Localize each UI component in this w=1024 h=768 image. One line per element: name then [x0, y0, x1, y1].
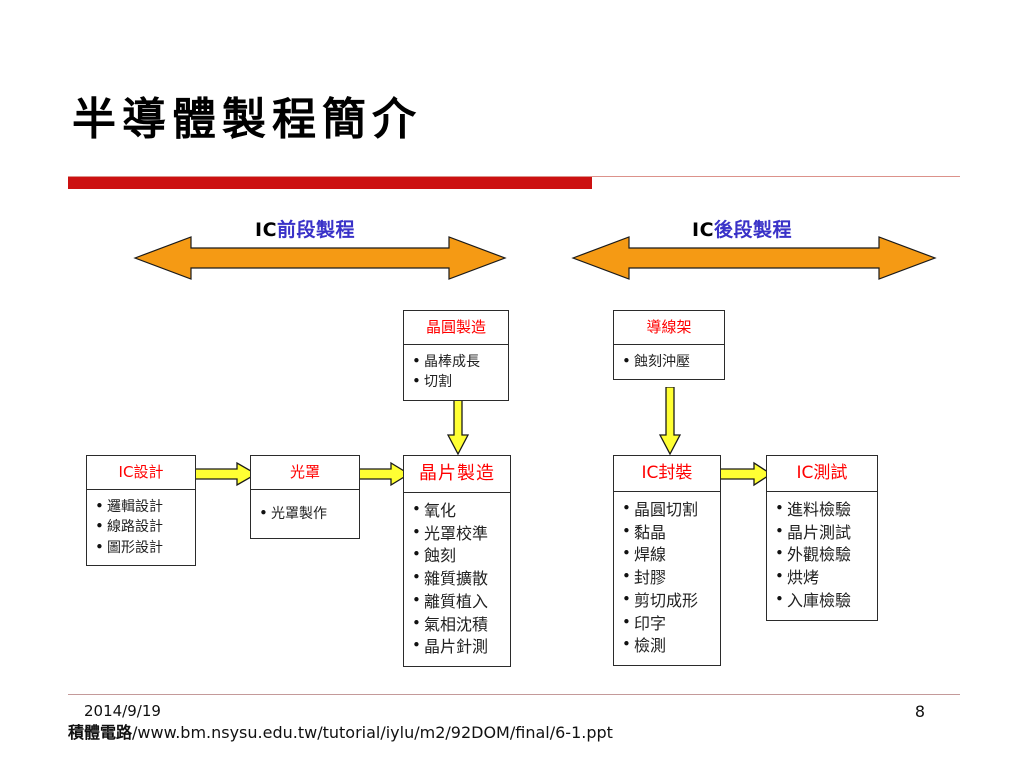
list-item: 晶片測試: [775, 521, 873, 545]
list-item: 外觀檢驗: [775, 543, 873, 567]
list-item: 入庫檢驗: [775, 589, 873, 613]
footer-source-name: 積體電路: [68, 723, 133, 742]
footer-source-url: /www.bm.nsysu.edu.tw/tutorial/iylu/m2/92…: [132, 723, 613, 742]
box-ic-package[interactable]: IC封裝 晶圓切割 黏晶 焊線 封膠 剪切成形 印字 檢測: [613, 455, 721, 667]
list-item: 檢測: [622, 634, 716, 658]
title-divider-accent: [68, 177, 592, 189]
list-item: 封膠: [622, 566, 716, 590]
list-item: 光罩校準: [412, 522, 506, 546]
footer-page-number: 8: [914, 702, 926, 721]
phase-label-back-end: IC後段製程: [692, 215, 792, 242]
list-item: 蝕刻沖壓: [622, 351, 720, 373]
box-wafer-manufacture[interactable]: 晶圓製造 晶棒成長 切割: [403, 310, 509, 401]
footer-source: 積體電路/www.bm.nsysu.edu.tw/tutorial/iylu/m…: [68, 719, 613, 743]
list-item: 圖形設計: [95, 537, 191, 559]
list-item: 線路設計: [95, 516, 191, 538]
list-item: 印字: [622, 612, 716, 636]
box-chip-manufacture-list: 氧化 光罩校準 蝕刻 雜質擴散 離質植入 氣相沈積 晶片針測: [404, 493, 510, 666]
footer-divider: [68, 694, 960, 695]
list-item: 晶圓切割: [622, 498, 716, 522]
list-item: 黏晶: [622, 521, 716, 545]
list-item: 蝕刻: [412, 544, 506, 568]
box-ic-design-title: IC設計: [87, 456, 195, 490]
list-item: 雜質擴散: [412, 567, 506, 591]
list-item: 邏輯設計: [95, 496, 191, 518]
list-item: 烘烤: [775, 566, 873, 590]
box-ic-test-list: 進料檢驗 晶片測試 外觀檢驗 烘烤 入庫檢驗: [767, 492, 877, 620]
box-wafer-manufacture-title: 晶圓製造: [404, 311, 508, 345]
phase-front-han: 前段製程: [277, 219, 356, 241]
phase-front-latin: IC: [255, 219, 278, 241]
phase-back-latin: IC: [692, 219, 715, 241]
connector-mask-to-chip-arrow: [354, 461, 410, 487]
box-ic-package-title: IC封裝: [614, 456, 720, 492]
box-ic-test[interactable]: IC測試 進料檢驗 晶片測試 外觀檢驗 烘烤 入庫檢驗: [766, 455, 878, 621]
phase-label-front-end: IC前段製程: [255, 215, 355, 242]
box-chip-manufacture[interactable]: 晶片製造 氧化 光罩校準 蝕刻 雜質擴散 離質植入 氣相沈積 晶片針測: [403, 455, 511, 668]
box-wafer-manufacture-list: 晶棒成長 切割: [404, 345, 508, 400]
list-item: 晶棒成長: [412, 351, 504, 373]
phase-back-han: 後段製程: [714, 219, 793, 241]
list-item: 氧化: [412, 499, 506, 523]
footer-date: 2014/9/19: [84, 702, 161, 720]
box-photomask[interactable]: 光罩 光罩製作: [250, 455, 360, 540]
box-ic-test-title: IC測試: [767, 456, 877, 492]
box-lead-frame-list: 蝕刻沖壓: [614, 345, 724, 379]
front-end-double-arrow: [133, 235, 507, 281]
connector-leadframe-to-package-arrow: [659, 387, 681, 455]
list-item: 剪切成形: [622, 589, 716, 613]
box-ic-design-list: 邏輯設計 線路設計 圖形設計: [87, 490, 195, 565]
page-title: 半導體製程簡介: [72, 94, 422, 145]
box-chip-manufacture-title: 晶片製造: [404, 456, 510, 493]
list-item: 進料檢驗: [775, 498, 873, 522]
box-ic-design[interactable]: IC設計 邏輯設計 線路設計 圖形設計: [86, 455, 196, 566]
list-item: 切割: [412, 371, 504, 393]
box-lead-frame[interactable]: 導線架 蝕刻沖壓: [613, 310, 725, 381]
box-photomask-title: 光罩: [251, 456, 359, 490]
list-item: 離質植入: [412, 590, 506, 614]
box-lead-frame-title: 導線架: [614, 311, 724, 345]
back-end-double-arrow: [571, 235, 937, 281]
list-item: 晶片針測: [412, 635, 506, 659]
list-item: 氣相沈積: [412, 613, 506, 637]
list-item: 焊線: [622, 543, 716, 567]
title-divider-thin: [68, 176, 960, 177]
list-item: 光罩製作: [259, 503, 355, 525]
box-ic-package-list: 晶圓切割 黏晶 焊線 封膠 剪切成形 印字 檢測: [614, 492, 720, 665]
box-photomask-list: 光罩製作: [251, 490, 359, 538]
connector-design-to-mask-arrow: [193, 461, 257, 487]
connector-package-to-test-arrow: [720, 461, 772, 487]
